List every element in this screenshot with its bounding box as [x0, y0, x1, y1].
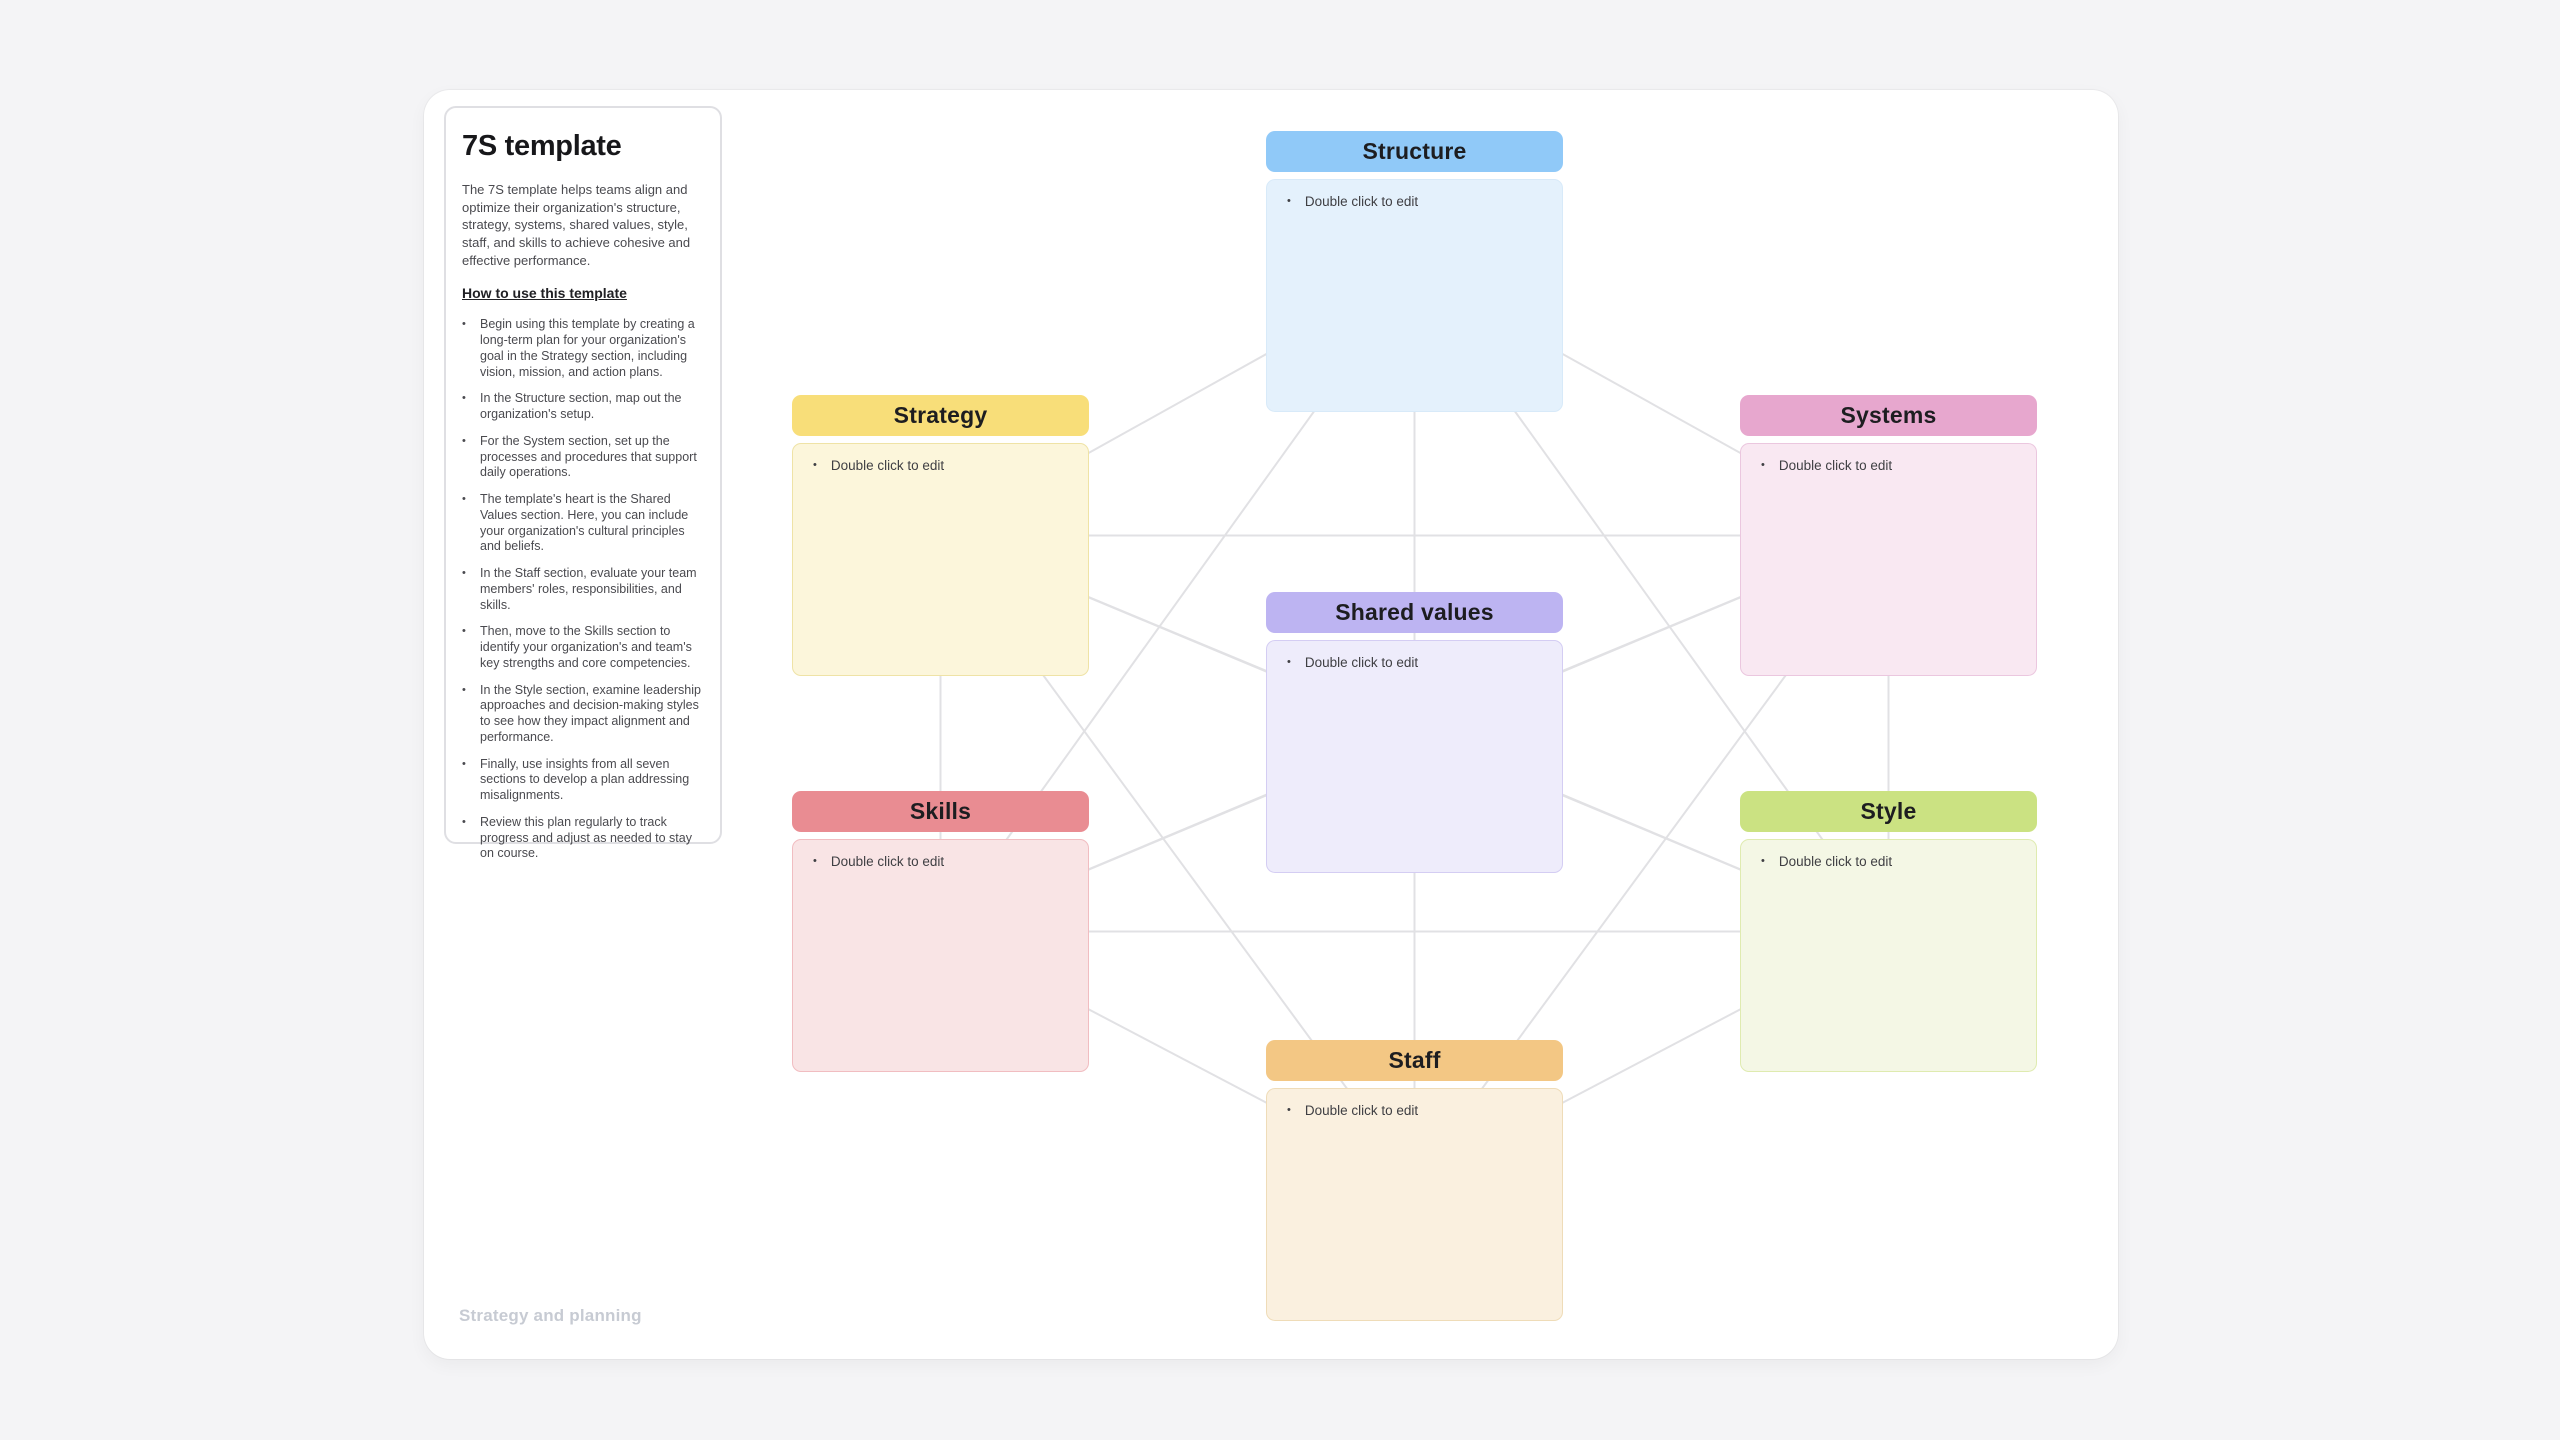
node-style-header[interactable]: Style: [1740, 791, 2037, 832]
node-skills-body[interactable]: • Double click to edit: [792, 839, 1089, 1072]
node-systems: Systems • Double click to edit: [1740, 395, 2037, 676]
node-skills-label: Skills: [909, 798, 972, 824]
whiteboard-canvas: 7S template The 7S template helps teams …: [424, 90, 2118, 1359]
node-systems-note: Double click to edit: [1778, 458, 1893, 473]
node-shared_values-header[interactable]: Shared values: [1266, 592, 1563, 633]
howto-list-item-text: In the Style section, examine leadership…: [480, 682, 701, 744]
node-structure: Structure • Double click to edit: [1266, 131, 1563, 412]
howto-list-item: • Then, move to the Skills section to ide…: [462, 624, 704, 671]
node-structure-header[interactable]: Structure: [1266, 131, 1563, 172]
howto-list-item-text: In the Staff section, evaluate your team…: [480, 566, 697, 612]
node-strategy-body[interactable]: • Double click to edit: [792, 443, 1089, 676]
panel-intro: The 7S template helps teams align and op…: [462, 182, 691, 268]
node-strategy-note: Double click to edit: [830, 458, 945, 473]
node-shared_values-note: Double click to edit: [1304, 655, 1419, 670]
bullet-icon: •: [462, 815, 466, 828]
node-structure-body[interactable]: • Double click to edit: [1266, 179, 1563, 412]
bullet-icon: •: [462, 318, 466, 331]
node-style-body[interactable]: • Double click to edit: [1740, 839, 2037, 1072]
bullet-icon: •: [462, 493, 466, 506]
node-strategy-header[interactable]: Strategy: [792, 395, 1089, 436]
bullet-icon: •: [462, 757, 466, 770]
bullet-icon: •: [462, 625, 466, 638]
howto-list-item: • The template's heart is the Shared Valu…: [462, 492, 704, 555]
node-style: Style • Double click to edit: [1740, 791, 2037, 1072]
node-strategy: Strategy • Double click to edit: [792, 395, 1089, 676]
node-style-note: Double click to edit: [1778, 854, 1893, 869]
bullet-icon: •: [813, 459, 817, 471]
howto-list-item-text: For the System section, set up the proce…: [480, 433, 697, 480]
howto-list: • Begin using this template by creating a…: [462, 317, 704, 862]
bullet-icon: •: [1287, 195, 1291, 207]
node-style-label: Style: [1860, 798, 1917, 824]
node-skills: Skills • Double click to edit: [792, 791, 1089, 1072]
node-shared_values-body[interactable]: • Double click to edit: [1266, 640, 1563, 873]
bullet-icon: •: [1287, 1104, 1291, 1116]
howto-list-item-text: In the Structure section, map out the or…: [480, 391, 682, 422]
node-skills-note: Double click to edit: [830, 854, 945, 869]
howto-list-item-text: Finally, use insights from all seven sec…: [480, 756, 690, 803]
howto-list-item-text: Review this plan regularly to track prog…: [480, 814, 692, 861]
howto-list-item: • In the Structure section, map out the o…: [462, 391, 704, 423]
bullet-icon: •: [462, 683, 466, 696]
howto-list-item: • Finally, use insights from all seven se…: [462, 757, 704, 804]
howto-heading: How to use this template: [462, 285, 627, 302]
bullet-icon: •: [813, 855, 817, 867]
node-staff-label: Staff: [1388, 1047, 1441, 1073]
node-systems-header[interactable]: Systems: [1740, 395, 2037, 436]
node-skills-header[interactable]: Skills: [792, 791, 1089, 832]
node-shared_values-label: Shared values: [1335, 599, 1494, 625]
bullet-icon: •: [462, 434, 466, 447]
node-systems-label: Systems: [1840, 402, 1937, 428]
instructions-panel[interactable]: 7S template The 7S template helps teams …: [444, 106, 722, 860]
node-staff-note: Double click to edit: [1304, 1103, 1419, 1118]
panel-title: 7S template: [462, 130, 622, 162]
bullet-icon: •: [1761, 459, 1765, 471]
bullet-icon: •: [1287, 656, 1291, 668]
howto-list-item-text: Then, move to the Skills section to iden…: [480, 624, 692, 670]
howto-list-item-text: The template's heart is the Shared Value…: [480, 492, 689, 554]
howto-list-item: • For the System section, set up the proc…: [462, 434, 704, 481]
howto-list-item: • Review this plan regularly to track pro…: [462, 815, 704, 862]
howto-list-item-text: Begin using this template by creating a …: [480, 317, 695, 379]
node-staff-body[interactable]: • Double click to edit: [1266, 1088, 1563, 1321]
node-strategy-label: Strategy: [893, 402, 988, 428]
bullet-icon: •: [1761, 855, 1765, 867]
node-structure-note: Double click to edit: [1304, 194, 1419, 209]
node-staff-header[interactable]: Staff: [1266, 1040, 1563, 1081]
canvas-section-label: Strategy and planning: [459, 1306, 642, 1325]
node-staff: Staff • Double click to edit: [1266, 1040, 1563, 1321]
node-systems-body[interactable]: • Double click to edit: [1740, 443, 2037, 676]
node-structure-label: Structure: [1362, 138, 1467, 164]
howto-list-item: • Begin using this template by creating a…: [462, 317, 704, 380]
node-shared_values: Shared values • Double click to edit: [1266, 592, 1563, 873]
bullet-icon: •: [462, 567, 466, 580]
bullet-icon: •: [462, 392, 466, 405]
howto-list-item: • In the Style section, examine leadershi…: [462, 683, 704, 746]
howto-list-item: • In the Staff section, evaluate your tea…: [462, 566, 704, 613]
